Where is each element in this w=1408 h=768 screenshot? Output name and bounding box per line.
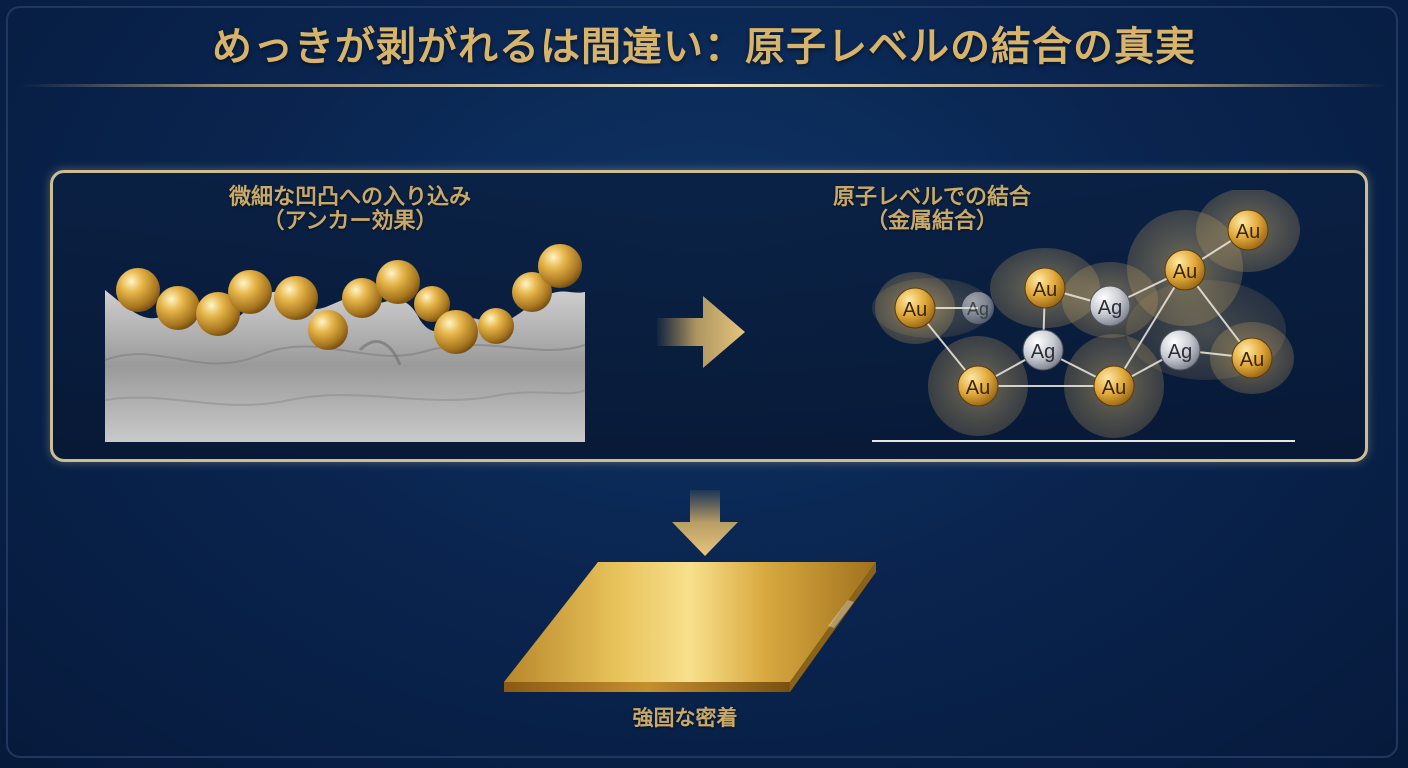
slide-frame xyxy=(6,6,1398,758)
svg-text:Ag: Ag xyxy=(967,299,989,319)
svg-text:Au: Au xyxy=(1102,377,1126,399)
atom-au-6: Au xyxy=(957,365,999,407)
svg-text:Au: Au xyxy=(1173,261,1197,283)
gold-plate-illustration xyxy=(504,562,876,692)
svg-text:Au: Au xyxy=(1033,279,1057,301)
svg-text:Ag: Ag xyxy=(1031,341,1055,363)
svg-text:Au: Au xyxy=(1240,349,1264,371)
atom-ag-3: Ag xyxy=(1022,329,1064,371)
title-divider xyxy=(20,84,1388,87)
metallic-bond-caption-line1: 原子レベルでの結合 xyxy=(832,185,1031,210)
anchor-effect-illustration xyxy=(104,244,586,442)
atom-au-7: Au xyxy=(1093,365,1135,407)
anchor-effect-caption: 微細な凹凸への入り込み （アンカー効果） xyxy=(150,186,550,234)
down-arrow-icon xyxy=(672,490,738,556)
slide-title: めっきが剥がれるは間違い：原子レベルの結合の真実 xyxy=(212,24,1196,70)
metallic-bond-caption: 原子レベルでの結合 （金属結合） xyxy=(782,186,1082,234)
svg-text:Au: Au xyxy=(1236,221,1260,243)
atom-au-1: Au xyxy=(894,287,936,329)
svg-text:Au: Au xyxy=(903,299,927,321)
atom-au-4: Au xyxy=(1227,209,1269,251)
anchor-effect-caption-line2: （アンカー効果） xyxy=(262,209,438,234)
atom-au-3: Au xyxy=(1164,249,1206,291)
atom-au-5: Au xyxy=(1231,337,1273,379)
atom-ag-1: Ag xyxy=(962,292,994,324)
atom-ag-2: Ag xyxy=(1089,285,1131,327)
right-arrow-icon xyxy=(657,296,745,368)
metallic-bond-caption-line2: （金属結合） xyxy=(865,209,998,234)
gold-particles xyxy=(116,244,582,354)
atom-ag-4: Ag xyxy=(1159,329,1201,371)
anchor-effect-caption-line1: 微細な凹凸への入り込み xyxy=(228,185,471,210)
svg-text:Au: Au xyxy=(966,377,990,399)
svg-text:Ag: Ag xyxy=(1098,297,1122,319)
atom-au-2: Au xyxy=(1024,267,1066,309)
metallic-bond-illustration: Au Ag Au Ag Au Au Ag Ag xyxy=(872,190,1300,442)
svg-text:Ag: Ag xyxy=(1168,341,1192,363)
strong-adhesion-caption: 強固な密着 xyxy=(632,706,738,730)
